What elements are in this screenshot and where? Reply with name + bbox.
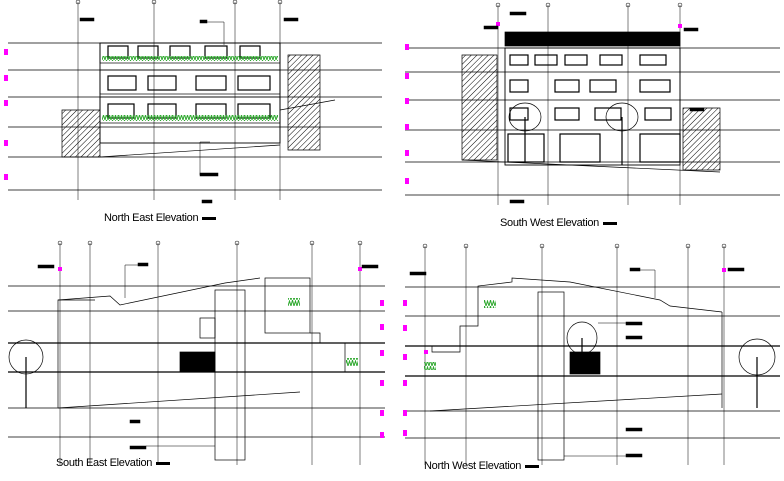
south-west-elevation (405, 2, 780, 205)
nw-grid-lines (422, 243, 727, 465)
south-west-elevation-title-text: South West Elevation (500, 217, 599, 229)
se-grid-lines (57, 240, 363, 465)
north-east-elevation (4, 0, 382, 204)
se-dark-opening (179, 351, 216, 373)
ne-annotations (79, 17, 299, 204)
ne-level-markers (4, 49, 8, 180)
north-east-elevation-title: North East Elevation (104, 212, 217, 224)
nw-core (537, 291, 565, 461)
ne-grid-lines (75, 0, 283, 200)
ne-hatched-wall-left (61, 109, 101, 158)
nw-annotations (409, 267, 745, 458)
sw-level-markers (405, 22, 682, 184)
ne-hatched-wall-right (287, 54, 321, 151)
north-west-elevation (403, 243, 780, 465)
north-west-elevation-title: North West Elevation (424, 460, 540, 472)
title-underline-bar (525, 464, 540, 468)
ne-planter-top (102, 56, 278, 61)
sw-roof-band (504, 31, 681, 47)
nw-level-lines (405, 286, 780, 439)
nw-tree-right (738, 338, 776, 408)
ne-building (61, 42, 336, 158)
north-west-elevation-title-text: North West Elevation (424, 460, 522, 472)
sw-level-lines (405, 47, 780, 196)
nw-tree-center (566, 321, 598, 372)
nw-level-markers (403, 268, 726, 436)
south-east-elevation-title: South East Elevation (56, 457, 171, 469)
sw-hatched-wall-right (682, 107, 721, 171)
se-level-markers (58, 267, 384, 438)
nw-building (424, 277, 776, 461)
sw-annotations (483, 11, 705, 204)
se-tree (8, 339, 44, 408)
se-core (214, 289, 246, 461)
title-underline-bar (156, 461, 171, 465)
north-east-elevation-title-text: North East Elevation (104, 212, 199, 224)
title-underline-bar (202, 216, 217, 220)
sw-windows (507, 54, 681, 163)
south-west-elevation-title: South West Elevation (500, 217, 617, 229)
nw-dark-opening (569, 351, 601, 375)
sw-tree-left (508, 102, 542, 162)
sw-hatched-wall-left (461, 54, 498, 161)
sw-building (461, 31, 721, 173)
south-east-elevation-title-text: South East Elevation (56, 457, 153, 469)
sw-tree-right (605, 102, 639, 165)
se-building (8, 277, 385, 461)
south-east-elevation (8, 240, 385, 465)
title-underline-bar (602, 221, 617, 225)
se-annotations (37, 262, 379, 450)
ne-planter-low (102, 115, 278, 121)
